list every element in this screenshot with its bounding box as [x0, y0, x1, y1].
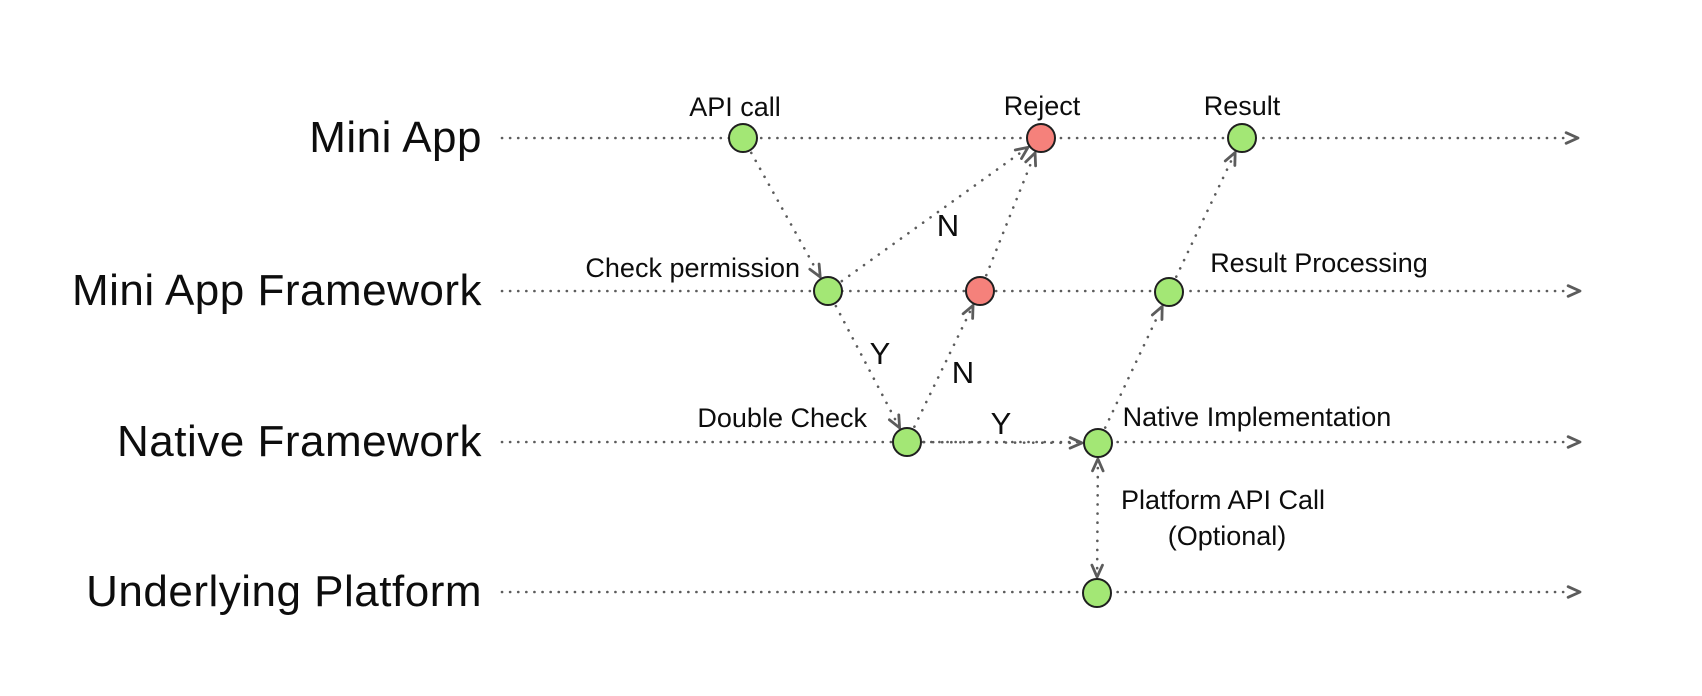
edge-label-double-to-fwreject: N [952, 355, 974, 390]
node-label-native-implementation: Native Implementation [1123, 402, 1392, 432]
lane-arrow-icon-mini-app-framework [1566, 284, 1582, 298]
arrowhead-icon-native-to-resultproc [1150, 305, 1164, 321]
edge-line-resultproc-to-result [1174, 157, 1234, 278]
node-label-api-call: API call [689, 92, 781, 122]
lane-label-native-framework: Native Framework [117, 417, 482, 466]
lane-arrow-icon-mini-app [1564, 131, 1580, 145]
edge-line-check-to-double [834, 304, 898, 423]
edge-line-check-to-reject [840, 150, 1024, 283]
edge-label-check-to-reject: N [937, 208, 959, 243]
lane-label-mini-app-framework: Mini App Framework [71, 266, 482, 315]
node-label-double-check: Double Check [697, 403, 867, 433]
node-result-processing [1154, 277, 1184, 307]
node-framework-reject [965, 276, 995, 306]
node-native-implementation [1083, 428, 1113, 458]
node-api-call [728, 123, 758, 153]
node-result [1227, 123, 1257, 153]
arrowhead-icon-double-to-native [1068, 436, 1084, 450]
edge-label-native-to-platform: Platform API Call [1121, 485, 1325, 515]
arrowhead-icon-check-to-double [887, 413, 901, 430]
arrowhead-icon-api-to-check [808, 262, 822, 279]
arrowhead-icon-double-to-fwreject [961, 304, 975, 320]
node-label-result-processing: Result Processing [1210, 248, 1428, 278]
node-reject [1026, 123, 1056, 153]
arrowhead-icon-check-to-reject [1013, 145, 1030, 160]
edge-line-native-to-platform [1095, 466, 1100, 572]
edge-label2-native-to-platform: (Optional) [1168, 521, 1287, 551]
node-label-result: Result [1204, 91, 1281, 121]
edge-line-native-to-resultproc [1103, 311, 1161, 429]
node-check-permission [813, 276, 843, 306]
edge-line-double-to-fwreject [913, 310, 972, 428]
edge-label-check-to-double: Y [870, 336, 891, 371]
node-label-reject: Reject [1004, 91, 1081, 121]
node-label-check-permission: Check permission [585, 253, 800, 283]
lane-label-mini-app: Mini App [309, 113, 482, 162]
node-double-check [892, 427, 922, 457]
lane-arrow-icon-underlying-platform [1566, 585, 1582, 599]
node-platform [1082, 578, 1112, 608]
lane-arrow-icon-native-framework [1566, 435, 1582, 449]
arrowhead-icon-native-to-platform [1090, 563, 1104, 579]
arrowhead-icon-native-to-platform-start [1091, 457, 1105, 473]
arrowhead-icon-fwreject-to-reject [1024, 151, 1037, 168]
arrowhead-icon-resultproc-to-result [1223, 151, 1237, 167]
edge-label-double-to-native: Y [991, 406, 1012, 441]
edge-line-fwreject-to-reject [984, 158, 1034, 277]
lane-label-underlying-platform: Underlying Platform [86, 567, 482, 616]
